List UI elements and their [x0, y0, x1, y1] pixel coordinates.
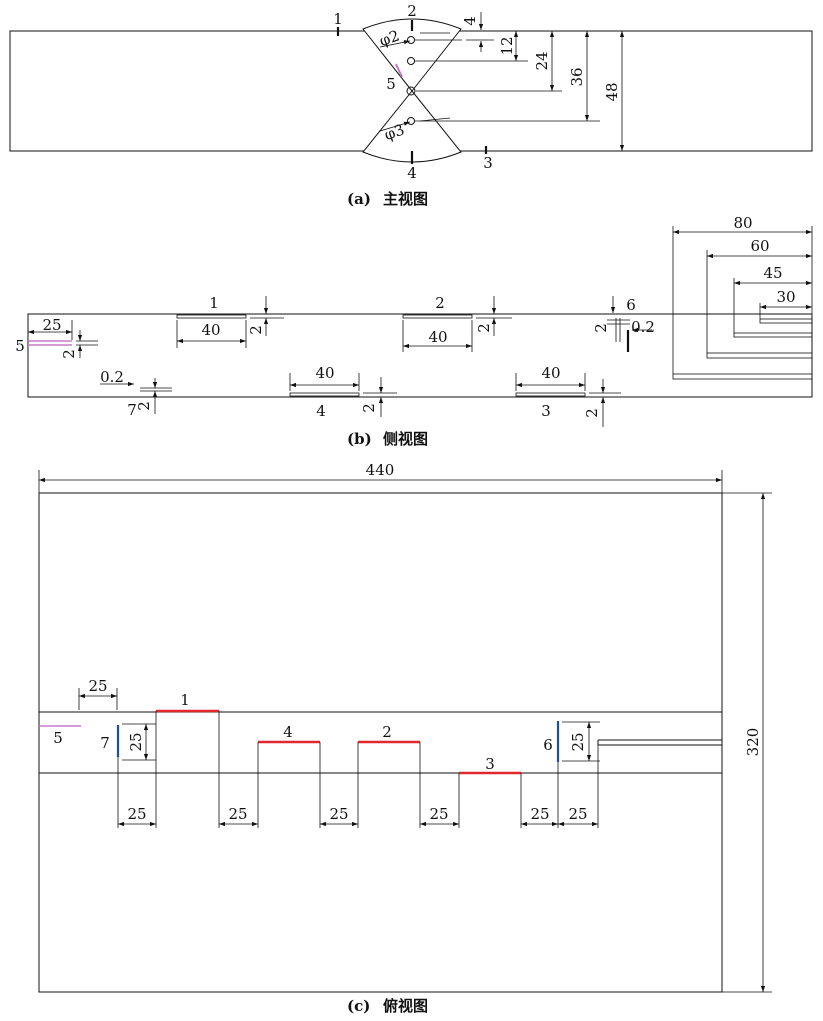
side-dim-40-1: 40	[201, 321, 220, 339]
side-defect-2	[402, 314, 473, 319]
side-dim-2-4: 2	[360, 403, 378, 413]
front-dim-4: 4	[461, 16, 479, 26]
side-defect-3	[515, 392, 586, 397]
side-view: 80 60 45 30 1 40 2 2 40 2 4 40	[15, 214, 813, 448]
side-dim-40-4: 40	[315, 364, 334, 382]
side-dim-2-1: 2	[247, 325, 265, 335]
side-dim-25: 25	[42, 316, 61, 334]
top-dim-25-c: 25	[329, 805, 348, 823]
side-dim-30: 30	[776, 288, 795, 306]
top-label-1: 1	[180, 691, 190, 709]
side-dim-2-3: 2	[583, 408, 601, 418]
side-dim-0-2-7: 0.2	[100, 368, 124, 386]
caption-b: 侧视图	[383, 430, 428, 448]
side-dim-0-2-6: 0.2	[631, 318, 655, 336]
front-dim-48: 48	[603, 82, 621, 101]
side-dim-80: 80	[733, 214, 752, 232]
hole-phi2	[407, 36, 415, 44]
side-label-4: 4	[316, 402, 326, 420]
hole-label-phi3: φ3	[382, 120, 407, 144]
top-dim-320: 320	[744, 728, 762, 757]
top-dim-25-a: 25	[127, 805, 146, 823]
top-dim-25-b: 25	[228, 805, 247, 823]
side-dim-45: 45	[763, 264, 782, 282]
top-label-3: 3	[485, 755, 495, 773]
front-label-3: 3	[483, 154, 493, 172]
caption-c: 俯视图	[383, 997, 428, 1015]
side-defect-4	[289, 392, 360, 397]
notch-80	[672, 373, 813, 380]
top-view: 440 320 1 4 2 3 5 7 6 25 25	[38, 461, 772, 1015]
side-label-3: 3	[541, 402, 551, 420]
weld-groove	[362, 18, 462, 163]
top-dim-25-upper: 25	[88, 677, 107, 695]
top-dim-25-v7: 25	[127, 732, 145, 751]
side-dim-2-7: 2	[135, 401, 153, 411]
side-view-plate	[27, 313, 813, 398]
front-label-4: 4	[407, 164, 417, 182]
side-dim-40-3: 40	[541, 364, 560, 382]
caption-a-prefix: (a)	[347, 190, 371, 208]
side-dim-2-2: 2	[475, 323, 493, 333]
front-dim-36: 36	[568, 67, 586, 86]
side-label-2: 2	[435, 294, 445, 312]
front-defect-5-mark	[395, 63, 403, 78]
hole-mid	[407, 57, 415, 65]
caption-c-prefix: (c)	[347, 997, 370, 1015]
top-dim-440: 440	[366, 461, 395, 479]
top-dim-25-f: 25	[568, 805, 587, 823]
side-label-1: 1	[209, 294, 219, 312]
side-label-5: 5	[15, 337, 25, 355]
caption-a: 主视图	[383, 190, 428, 208]
hole-center	[406, 86, 416, 96]
notch-60	[706, 352, 813, 359]
front-label-2: 2	[407, 2, 417, 20]
side-dim-60: 60	[750, 237, 769, 255]
caption-b-prefix: (b)	[347, 430, 372, 448]
top-dim-25-d: 25	[429, 805, 448, 823]
front-label-5: 5	[386, 75, 396, 93]
side-defect-1	[176, 314, 247, 319]
hole-phi3	[407, 117, 415, 125]
top-label-4: 4	[283, 723, 293, 741]
front-dim-12: 12	[498, 36, 516, 55]
side-label-7: 7	[127, 401, 137, 419]
top-dim-25-v6: 25	[569, 732, 587, 751]
top-view-plate	[38, 492, 723, 993]
front-label-1: 1	[333, 10, 343, 28]
side-dim-2-6: 2	[592, 323, 610, 333]
top-label-2: 2	[382, 723, 392, 741]
notch-45	[733, 332, 813, 338]
top-label-6: 6	[543, 736, 553, 754]
front-dim-24: 24	[533, 51, 551, 70]
top-dim-25-e: 25	[530, 805, 549, 823]
top-label-7: 7	[100, 734, 110, 752]
side-dim-40-2: 40	[428, 328, 447, 346]
notch-30	[759, 318, 813, 324]
top-label-5: 5	[53, 729, 63, 747]
side-label-6: 6	[626, 296, 636, 314]
front-view: 1 2 3 4 5 φ2 φ3 4 12 24 36 48 (a) 主视图	[9, 2, 813, 208]
side-dim-2-5: 2	[60, 349, 78, 359]
hole-label-phi2: φ2	[377, 26, 402, 50]
